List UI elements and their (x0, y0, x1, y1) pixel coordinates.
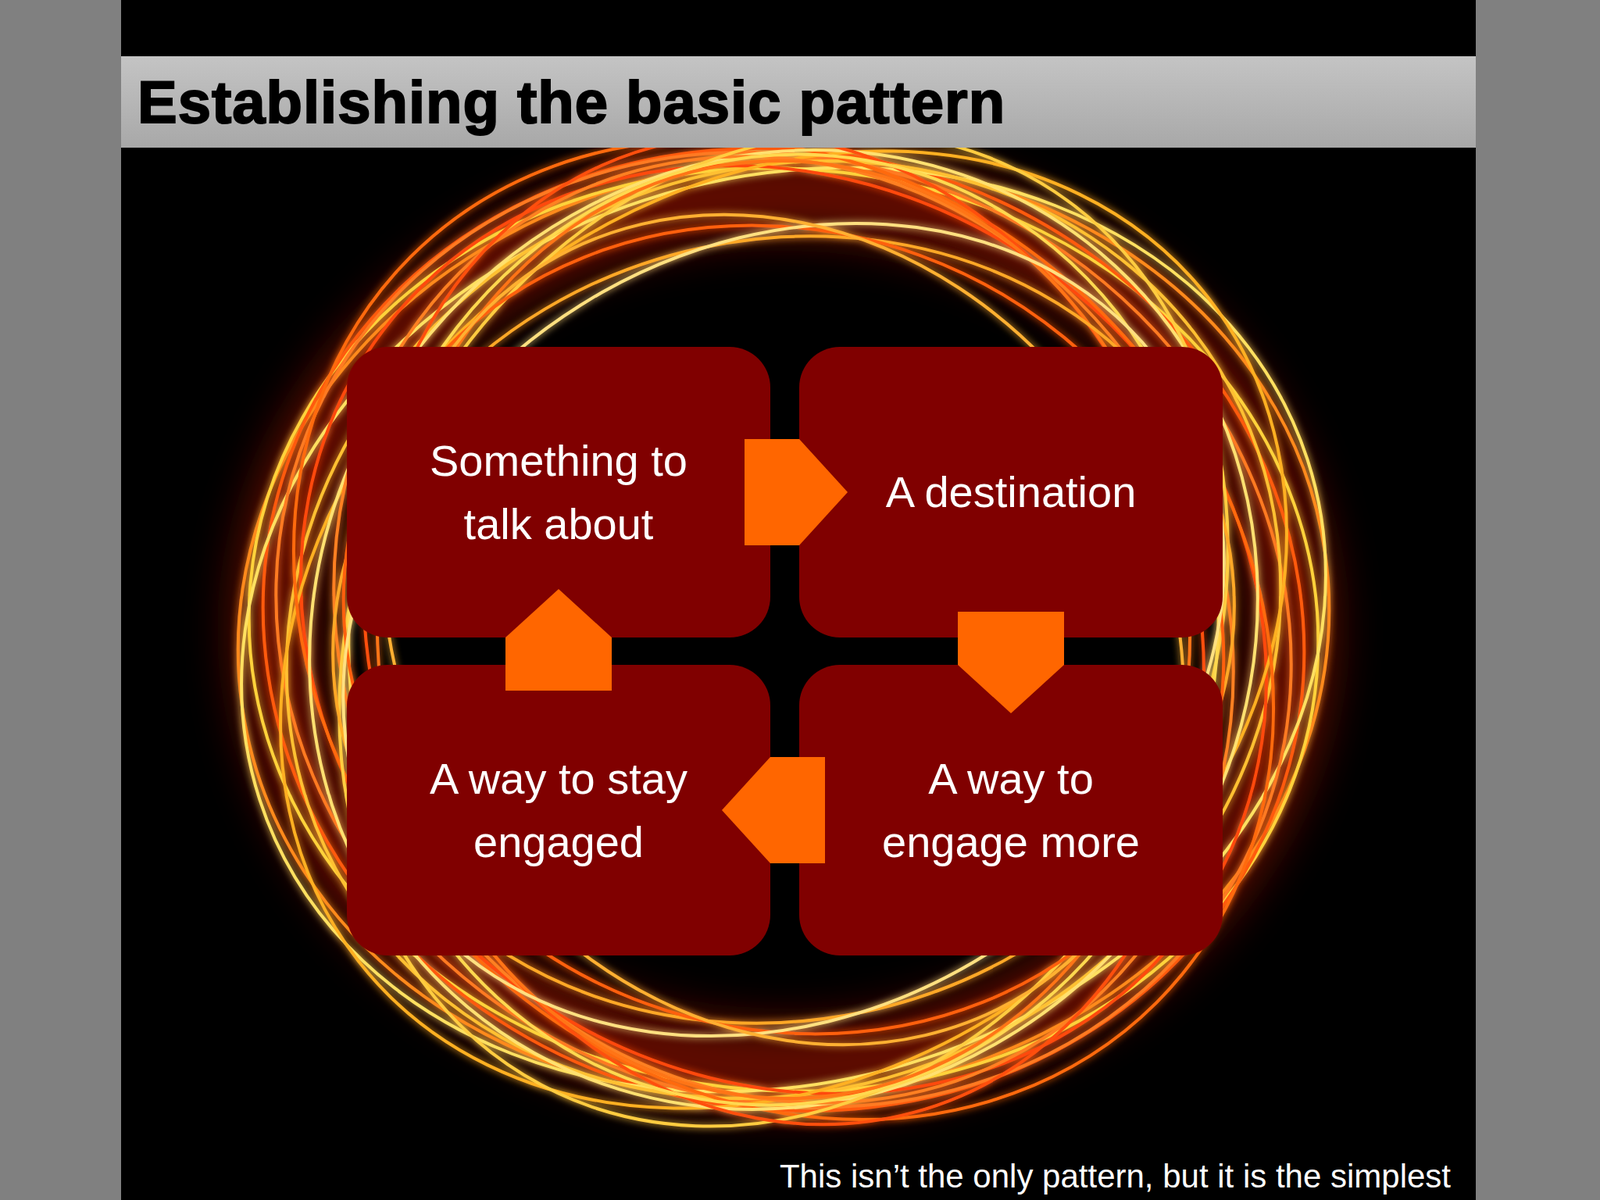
process-box: A way to stay engaged (346, 664, 771, 956)
title-bar: Establishing the basic pattern (121, 56, 1476, 148)
process-box: A way to engage more (799, 664, 1223, 956)
light-rings (121, 0, 1476, 1200)
connector-layer (121, 0, 1476, 1200)
rounded-box-fill (346, 664, 771, 956)
box-label: Something to talk about (402, 428, 715, 556)
rounded-box-fill (346, 346, 771, 638)
process-box: Something to talk about (346, 346, 771, 638)
box-label: A way to stay engaged (402, 746, 715, 874)
process-box: A destination (799, 346, 1223, 638)
caption-area: This isn’t the only pattern, but it is t… (779, 1157, 1451, 1196)
caption: This isn’t the only pattern, but it is t… (779, 1157, 1451, 1195)
rounded-box-fill (799, 664, 1223, 956)
slide-title: Establishing the basic pattern (137, 67, 1006, 136)
slide: Establishing the basic pattern This isn’… (121, 0, 1476, 1200)
box-label: A destination (885, 460, 1137, 524)
box-label: A way to engage more (854, 746, 1168, 874)
